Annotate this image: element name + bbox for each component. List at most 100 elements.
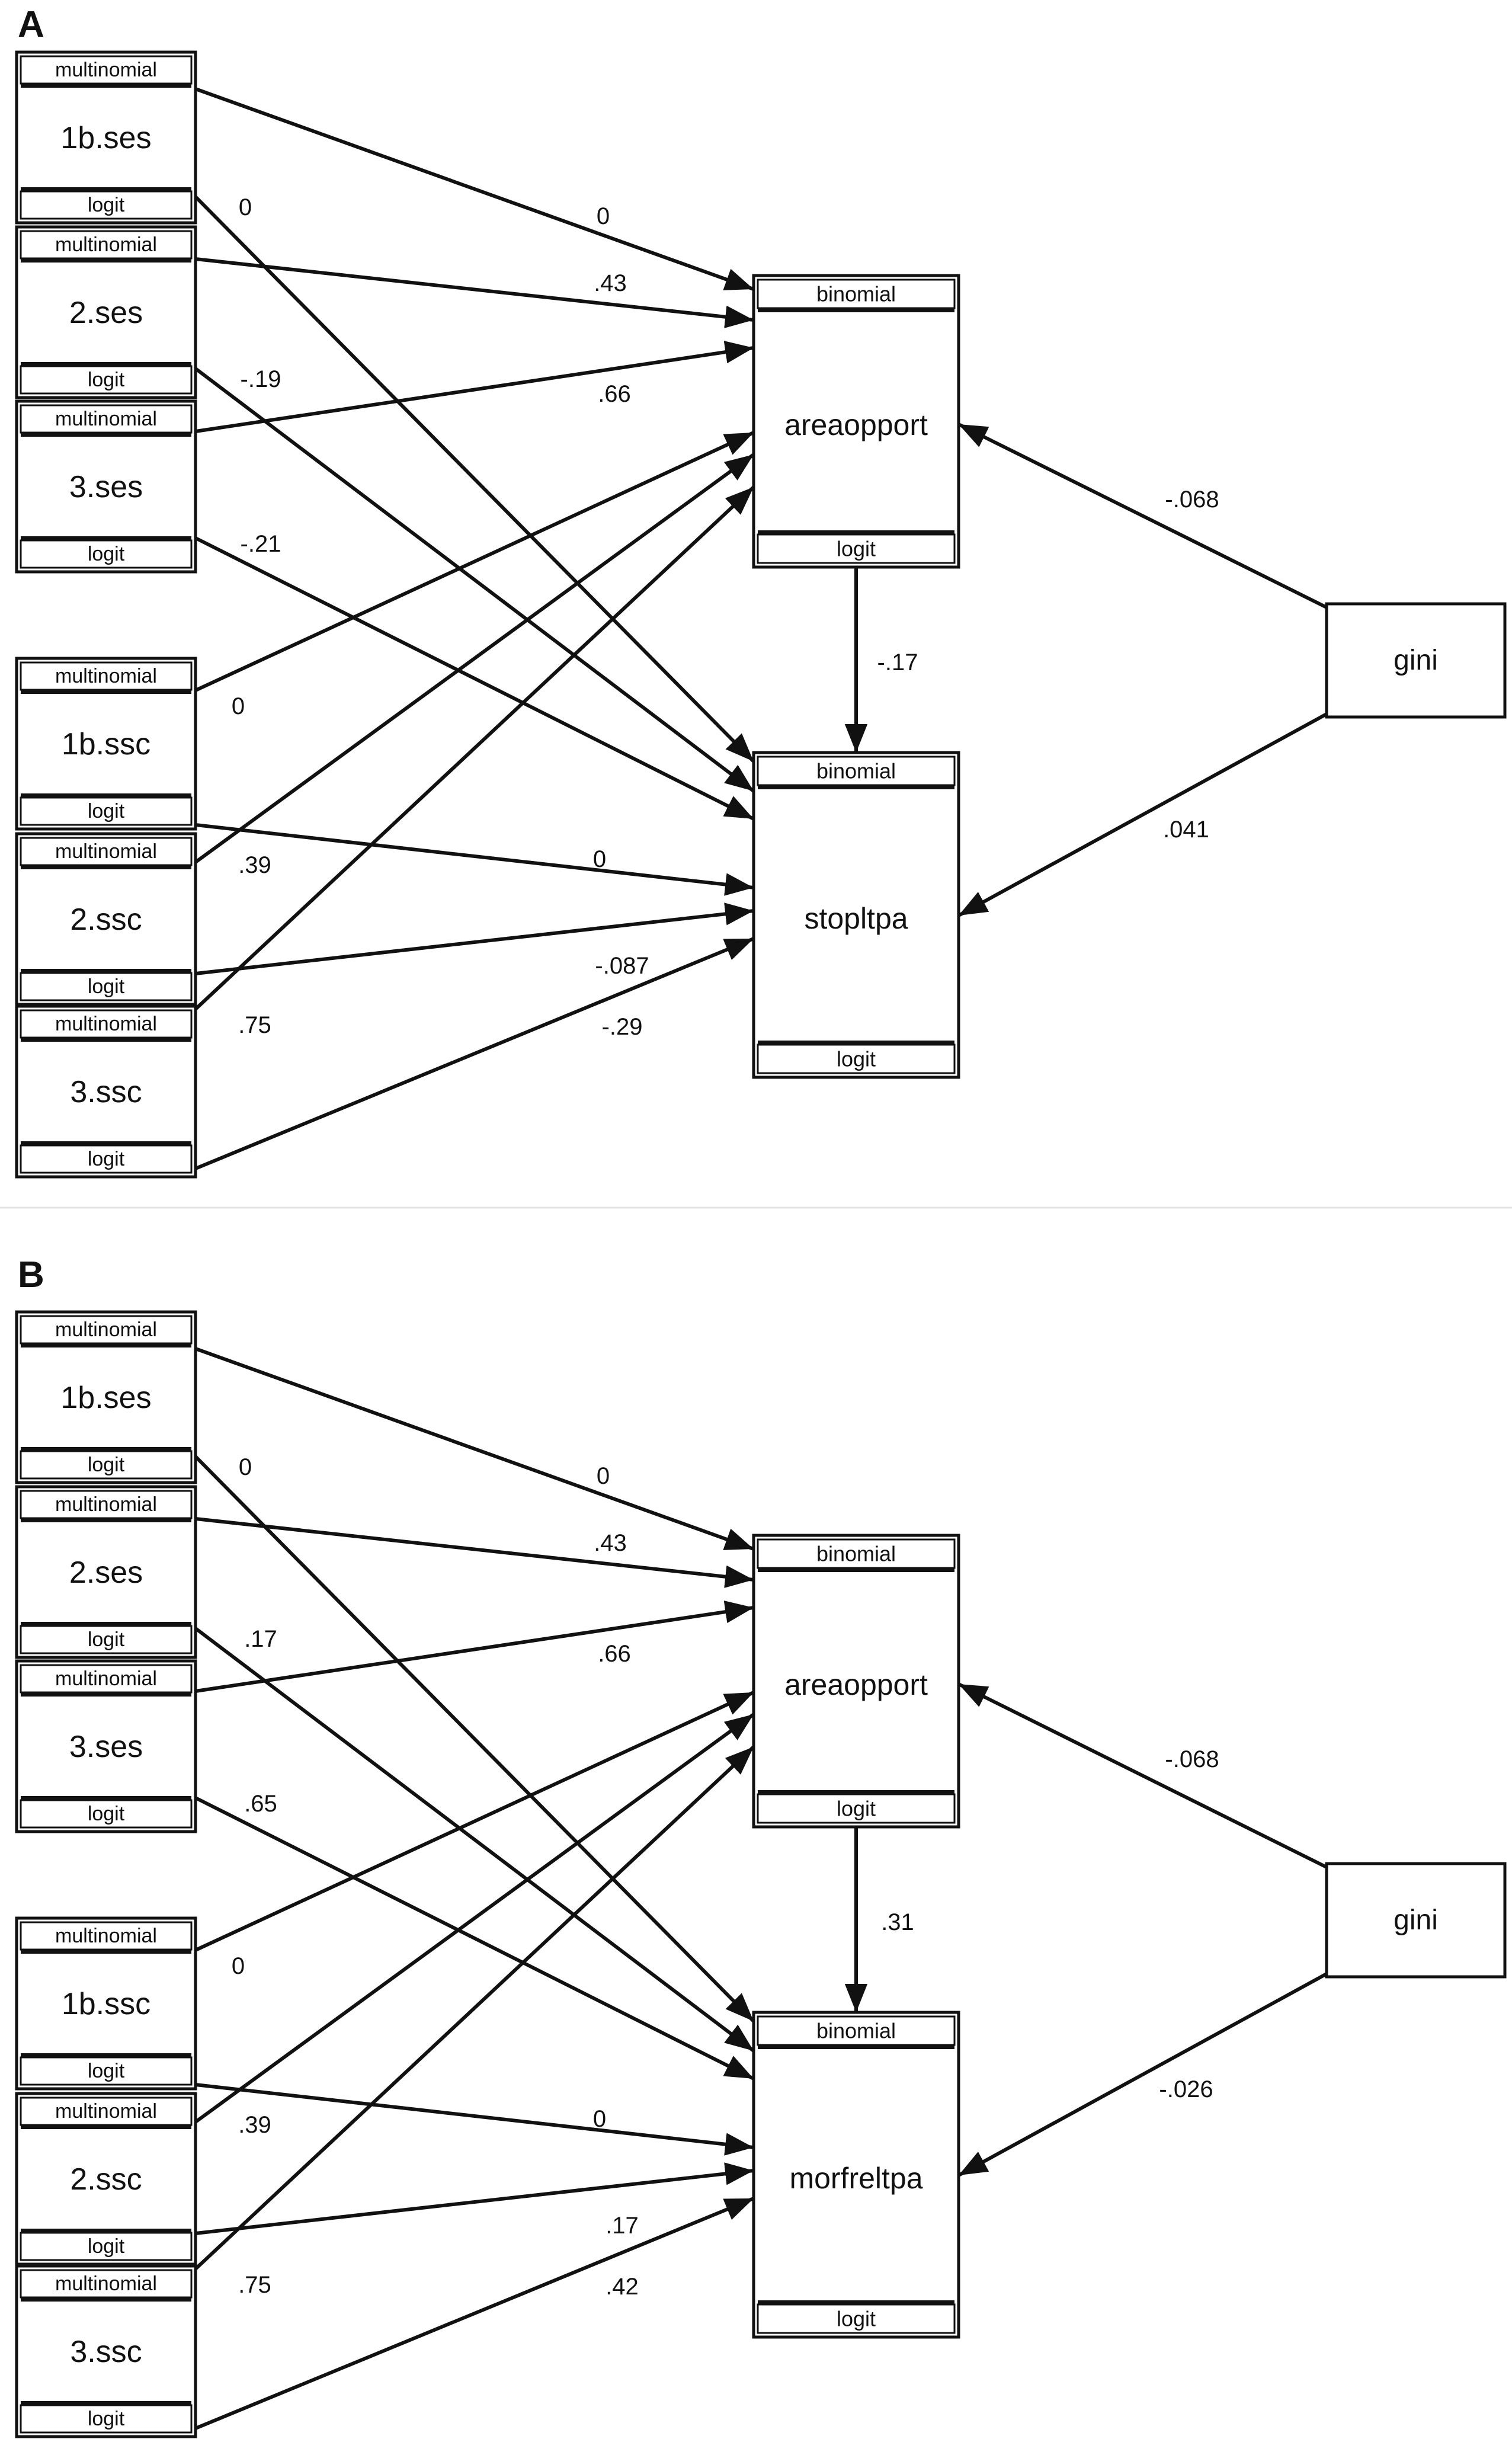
variable-name: 2.ssc [70,902,142,937]
footer-strip [20,2232,193,2261]
coefficient-label: .66 [598,381,631,407]
coefficient-label: .43 [594,1530,627,1556]
header-strip [20,837,193,866]
distribution-label: binomial [816,1542,896,1566]
variable-name: gini [1394,645,1438,676]
distribution-label: multinomial [55,665,157,687]
link-function-label: logit [837,1047,876,1071]
coefficient-label: -.17 [877,649,918,676]
coefficient-label: .66 [598,1641,631,1667]
path-arrow [194,195,755,763]
link-function-label: logit [837,537,876,561]
covariate-box-gini: gini [1325,1862,1507,1979]
box-outline [1325,602,1507,719]
variable-name: gini [1394,1905,1438,1936]
link-function-label: logit [837,2307,876,2331]
coefficient-label: -.087 [595,953,649,979]
panel-a: multinomial1b.seslogitmultinomial2.seslo… [15,4,1507,1179]
predictor-box-2-ses: multinomial 2.ses logit [15,1485,197,1659]
coefficient-label: -.19 [241,366,281,392]
variable-name: 3.ssc [70,1075,142,1109]
coefficient-label: -.068 [1165,486,1219,513]
variable-name: 1b.ssc [62,1987,150,2021]
footer-divider [21,1622,191,1626]
link-function-label: logit [88,194,125,216]
variable-name: 1b.ses [60,1381,151,1415]
footer-strip [20,365,193,395]
distribution-label: multinomial [55,233,157,256]
path-arrow [194,937,755,1170]
footer-divider [21,2053,191,2057]
header-divider [21,1038,191,1042]
distribution-label: multinomial [55,1493,157,1516]
footer-divider [758,1790,954,1794]
link-function-label: logit [88,2408,125,2430]
path-arrow [195,257,754,328]
variable-name: 2.ses [69,296,143,330]
header-strip [20,2096,193,2126]
coefficient-label: -.21 [241,531,281,557]
header-strip [20,1921,193,1951]
path-arrow [195,2162,754,2235]
link-function-label: logit [88,800,125,822]
coefficient-label: 0 [597,203,610,229]
box-outline [752,751,960,1079]
predictor-box-3-ssc: multinomial 3.ssc logit [15,1004,197,1179]
path-arrow [194,1691,755,1952]
coefficient-label: 0 [239,194,252,220]
link-function-label: logit [88,1148,125,1170]
variable-name: 3.ses [69,470,143,504]
distribution-label: multinomial [55,1925,157,1947]
distribution-label: multinomial [55,1013,157,1035]
coefficient-label: .31 [881,1909,914,1935]
path-arrow [195,2083,754,2156]
coefficient-label: .17 [606,2213,639,2239]
footer-strip [757,1793,956,1824]
coefficient-label: .75 [238,1012,271,1038]
footer-divider [758,530,954,534]
coefficient-label: -.026 [1159,2076,1213,2102]
coefficient-label: 0 [593,2106,606,2132]
distribution-label: multinomial [55,840,157,863]
variable-name: 2.ses [69,1555,143,1590]
distribution-label: multinomial [55,2100,157,2123]
footer-divider [21,2229,191,2233]
footer-divider [21,1141,191,1145]
distribution-label: multinomial [55,1667,157,1690]
coefficient-label: 0 [232,1953,245,1979]
footer-divider [21,793,191,798]
footer-divider [21,969,191,973]
box-outline [752,274,960,569]
header-divider [21,2297,191,2302]
footer-divider [758,1041,954,1045]
link-function-label: logit [837,1797,876,1821]
path-arrow [195,823,754,896]
link-function-label: logit [88,975,125,998]
header-divider [21,2125,191,2129]
panel-title: A [18,4,44,45]
distribution-label: binomial [816,759,896,783]
variable-name: 3.ses [69,1730,143,1764]
link-function-label: logit [88,1454,125,1476]
path-arrow [194,367,755,793]
variable-name: areaopport [784,408,928,441]
coefficient-label: .42 [606,2274,639,2300]
coefficient-label: 0 [239,1454,252,1480]
box-outline [752,1534,960,1829]
link-function-label: logit [88,2235,125,2258]
coefficient-label: .75 [238,2272,271,2298]
header-divider [21,865,191,869]
path-arrow [957,1972,1328,2177]
box-outline [752,2011,960,2339]
panel-b: multinomial 1b.ses logit multinomial 2.ses lo… [15,1254,1507,2438]
footer-strip [20,190,193,220]
footer-divider [21,362,191,366]
coefficient-label: -.068 [1165,1746,1219,1772]
link-function-label: logit [88,1628,125,1651]
